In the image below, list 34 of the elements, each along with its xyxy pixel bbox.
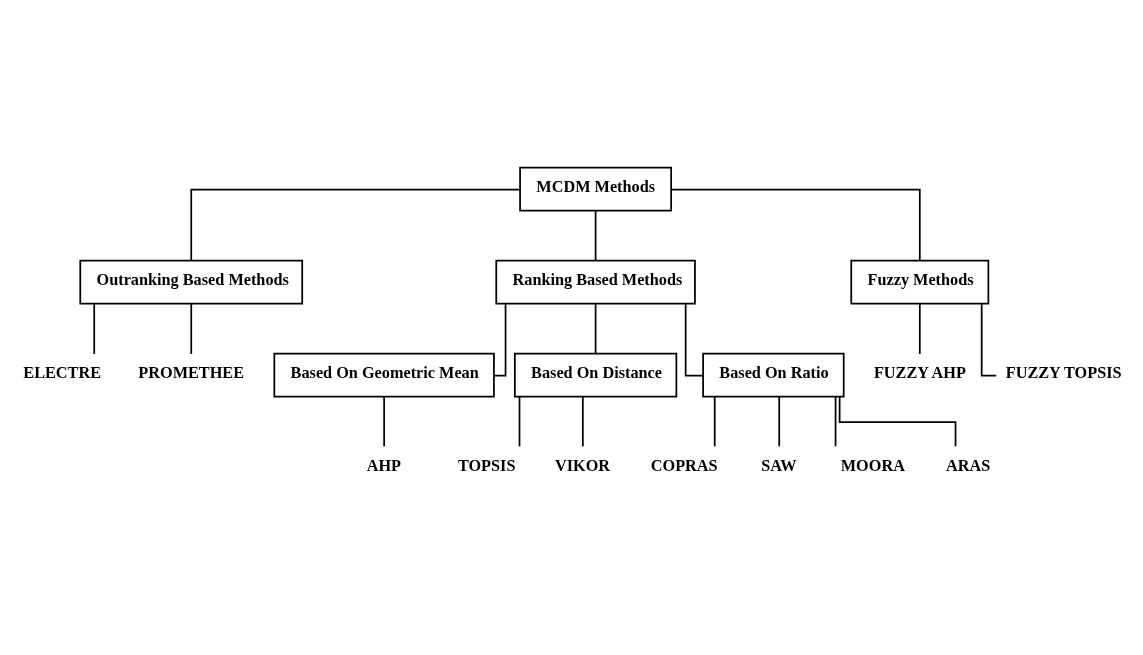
connector — [581, 395, 584, 447]
node-text: TOPSIS — [457, 456, 516, 475]
connector — [190, 188, 521, 261]
connector — [594, 302, 597, 354]
connector — [713, 395, 716, 447]
node-box: Based On Ratio — [702, 352, 845, 397]
node-text: COPRAS — [650, 456, 718, 475]
connector — [684, 302, 704, 376]
connector — [778, 395, 781, 447]
node-text: SAW — [761, 456, 797, 475]
node-box: MCDM Methods — [519, 166, 672, 211]
connector — [190, 302, 193, 355]
connector — [594, 209, 597, 261]
node-box: Outranking Based Methods — [79, 259, 304, 304]
connector — [383, 395, 385, 447]
connector — [834, 395, 837, 447]
node-text: MOORA — [840, 456, 905, 475]
node-box: Based On Geometric Mean — [273, 352, 495, 397]
node-text: ARAS — [945, 456, 991, 475]
node-box: Fuzzy Methods — [850, 259, 990, 304]
connector — [518, 395, 521, 447]
node-text: AHP — [366, 456, 402, 475]
connector — [93, 302, 96, 355]
node-box: Based On Distance — [514, 352, 678, 397]
node-text: FUZZY AHP — [873, 363, 966, 382]
node-box: Ranking Based Methods — [495, 259, 696, 304]
node-text: ELECTRE — [23, 363, 102, 382]
node-text: VIKOR — [554, 456, 611, 475]
connector — [918, 302, 921, 355]
connector — [838, 395, 957, 447]
node-text: PROMETHEE — [138, 363, 245, 382]
node-text: FUZZY TOPSIS — [1005, 363, 1122, 382]
connector — [493, 302, 507, 376]
connector — [670, 188, 921, 261]
